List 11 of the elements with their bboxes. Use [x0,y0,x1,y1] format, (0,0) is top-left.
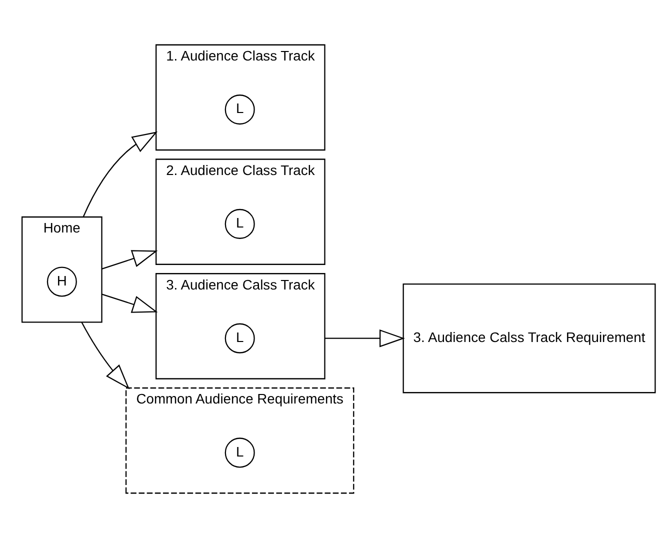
arrow [324,328,405,347]
node-circle: L [224,322,255,353]
arrow [81,321,130,389]
node-circle: L [224,208,255,238]
arrow [102,293,158,312]
arrow [82,131,158,217]
arrow [102,250,158,270]
node-circle: L [224,94,255,124]
node-circle: L [224,437,255,468]
node-box: 3. Audience Calss Track Requirement [402,282,656,393]
node-circle: H [46,266,77,296]
